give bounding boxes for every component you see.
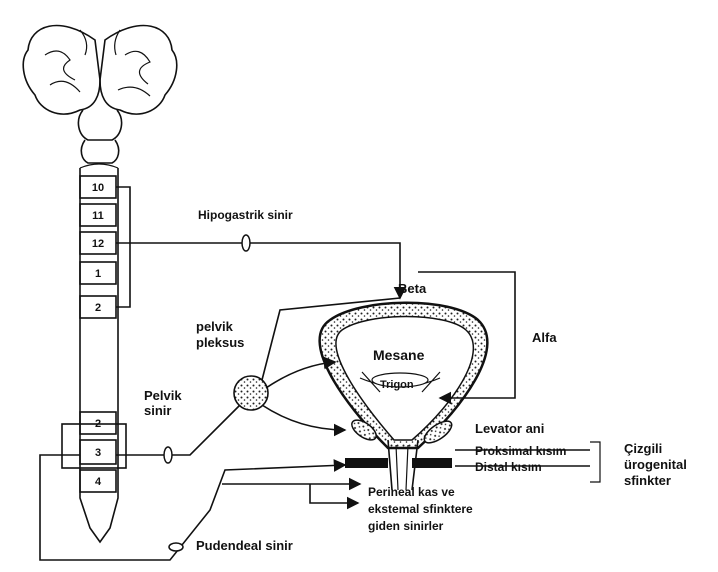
perineal-label-line3: giden sinirler: [368, 519, 444, 533]
segment-s2-label: 2: [95, 418, 101, 430]
segment-s4-label: 4: [95, 476, 102, 488]
segment-l1-label: 1: [95, 268, 101, 280]
sphincter-label-line3: sfinkter: [624, 473, 671, 488]
sacral-segments: 2 3 4: [62, 412, 126, 492]
hypogastric-ganglion: [242, 235, 250, 251]
pelvic-nerve: Pelvik sinir: [116, 388, 240, 463]
pudendal-label: Pudendeal sinir: [196, 538, 293, 553]
levator-label: Levator ani: [475, 421, 544, 436]
segment-s3-label: 3: [95, 447, 101, 459]
hypogastric-label: Hipogastrik sinir: [198, 208, 293, 222]
pelvic-nerve-label-line1: Pelvik: [144, 388, 182, 403]
distal-label: Distal kısım: [475, 460, 542, 474]
pelvic-nerve-label-line2: sinir: [144, 403, 171, 418]
hypogastric-nerve: Hipogastrik sinir: [116, 208, 400, 298]
sphincter-label-line1: Çizgili: [624, 441, 662, 456]
segment-t11-label: 11: [92, 210, 104, 222]
pelvic-plexus-label-line1: pelvik: [196, 319, 234, 334]
bladder-label: Mesane: [373, 347, 425, 363]
pelvic-plexus-label-line2: pleksus: [196, 335, 244, 350]
proximal-label: Proksimal kısım: [475, 444, 566, 458]
segment-t10-label: 10: [92, 182, 104, 194]
segment-t12-label: 12: [92, 238, 104, 250]
sphincter-label-line2: ürogenital: [624, 457, 687, 472]
perineal-label-line1: Perineal kas ve: [368, 485, 455, 499]
beta-label: Beta: [398, 281, 427, 296]
pelvic-nerve-ganglion: [164, 447, 172, 463]
segment-l2-label: 2: [95, 302, 101, 314]
perineal-nerves: Perineal kas ve ekstemal sfinktere giden…: [368, 485, 473, 533]
brain: [23, 26, 176, 115]
bladder: Mesane Trigon: [320, 303, 488, 490]
perineal-label-line2: ekstemal sfinktere: [368, 502, 473, 516]
thoracolumbar-segments: 10 11 12 1 2: [80, 176, 130, 318]
pudendal-ganglion: [169, 543, 183, 551]
trigone-label: Trigon: [380, 379, 414, 391]
alfa-label: Alfa: [532, 330, 557, 345]
brainstem: [78, 110, 121, 163]
